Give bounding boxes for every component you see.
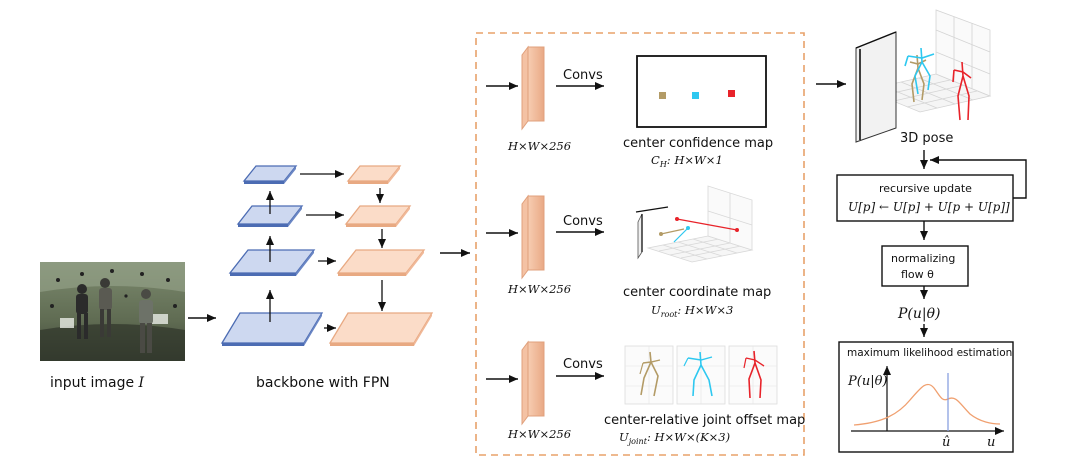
feature-slab-3: [521, 340, 545, 426]
camera-plane: [855, 31, 897, 143]
confidence-map-title: center confidence map: [623, 136, 773, 151]
coord-point-tan: [659, 232, 663, 236]
mle-likelihood-curve: [853, 383, 1001, 426]
topdown-layer-3: [336, 249, 426, 276]
feature-dims-3: H×W×256: [507, 427, 571, 441]
joint-offset-panel-tan: [624, 345, 674, 405]
pose-skeleton-cyan: [904, 47, 935, 95]
coord-point-cyan: [686, 226, 690, 230]
convs-label-1: Convs: [563, 68, 603, 83]
topdown-layer-4: [328, 312, 434, 346]
feature-dims-1: H×W×256: [507, 139, 571, 153]
fpn-topdown-arrows: [376, 188, 386, 311]
mle-title: maximum likelihood estimation: [847, 347, 1012, 359]
recursive-feedback-loop: [930, 156, 1027, 199]
coord-point-red-end: [735, 228, 739, 232]
normalizing-flow-line2: flow θ: [901, 268, 934, 281]
recursive-update-title: recursive update: [879, 182, 972, 195]
recursive-update-formula: U[p] ← U[p] + U[p + U[p]]: [848, 200, 1010, 214]
mle-ylabel: P(u|θ): [847, 374, 887, 389]
feature-slab-1: [521, 45, 545, 131]
branch-coordinate: Convs H×W×256 center coordinate map Uroo…: [486, 185, 771, 319]
likelihood-label: P(u|θ): [897, 306, 941, 322]
joint-offset-map-shape: Ujoint: H×W×(K×3): [619, 430, 730, 446]
pose-skeleton-red: [952, 61, 972, 121]
normalizing-flow-box: [881, 245, 969, 287]
bottomup-layer-2: [228, 249, 316, 276]
coord-point-red: [675, 217, 679, 221]
recursive-update-box: [836, 174, 1014, 222]
fpn-topdown-layers: [328, 165, 434, 346]
mle-axes: [851, 366, 1004, 435]
feature-dims-2: H×W×256: [507, 282, 571, 296]
confidence-peak-tan: [659, 92, 666, 99]
bottomup-layer-1: [220, 312, 324, 346]
normalizing-flow-line1: normalizing: [891, 252, 955, 265]
convs-label-2: Convs: [563, 214, 603, 229]
bottomup-layer-4: [242, 165, 298, 184]
joint-offset-panel-cyan: [676, 345, 726, 405]
confidence-peak-red: [728, 90, 735, 97]
input-image: [40, 262, 185, 361]
coordinate-map-title: center coordinate map: [623, 285, 771, 300]
pose-3d-plot: [855, 9, 992, 143]
fpn-lateral-arrows: [300, 170, 344, 332]
fpn-bottomup-layers: [220, 165, 324, 346]
heads-container: [475, 32, 805, 456]
coordinate-3d-plot: [635, 185, 754, 263]
convs-label-3: Convs: [563, 357, 603, 372]
bottomup-layer-3: [236, 205, 304, 227]
coordinate-map-shape: Uroot: H×W×3: [651, 303, 733, 319]
topdown-layer-1: [346, 165, 402, 184]
branch-confidence: Convs H×W×256 center confidence map CH: …: [486, 45, 773, 169]
mle-xlabel: u: [987, 435, 995, 450]
pose-3d-label: 3D pose: [900, 131, 953, 146]
mle-uhat-label: û: [942, 435, 950, 450]
feature-slab-2: [521, 194, 545, 280]
branch-joint-offset: Convs H×W×256 center-relative: [486, 340, 805, 446]
backbone-caption: backbone with FPN: [256, 375, 390, 391]
joint-offset-map-title: center-relative joint offset map: [604, 413, 805, 428]
mle-box: [838, 341, 1014, 453]
coord-vector-cyan: [673, 227, 689, 243]
coord-vector-red: [676, 218, 738, 231]
topdown-layer-2: [344, 205, 412, 227]
coord-vector-tan: [660, 228, 685, 235]
input-image-caption: input image I: [50, 375, 145, 391]
confidence-map-shape: CH: H×W×1: [651, 153, 723, 169]
confidence-peak-cyan: [692, 92, 699, 99]
joint-offset-panel-red: [728, 345, 778, 405]
confidence-map-box: [636, 55, 767, 128]
